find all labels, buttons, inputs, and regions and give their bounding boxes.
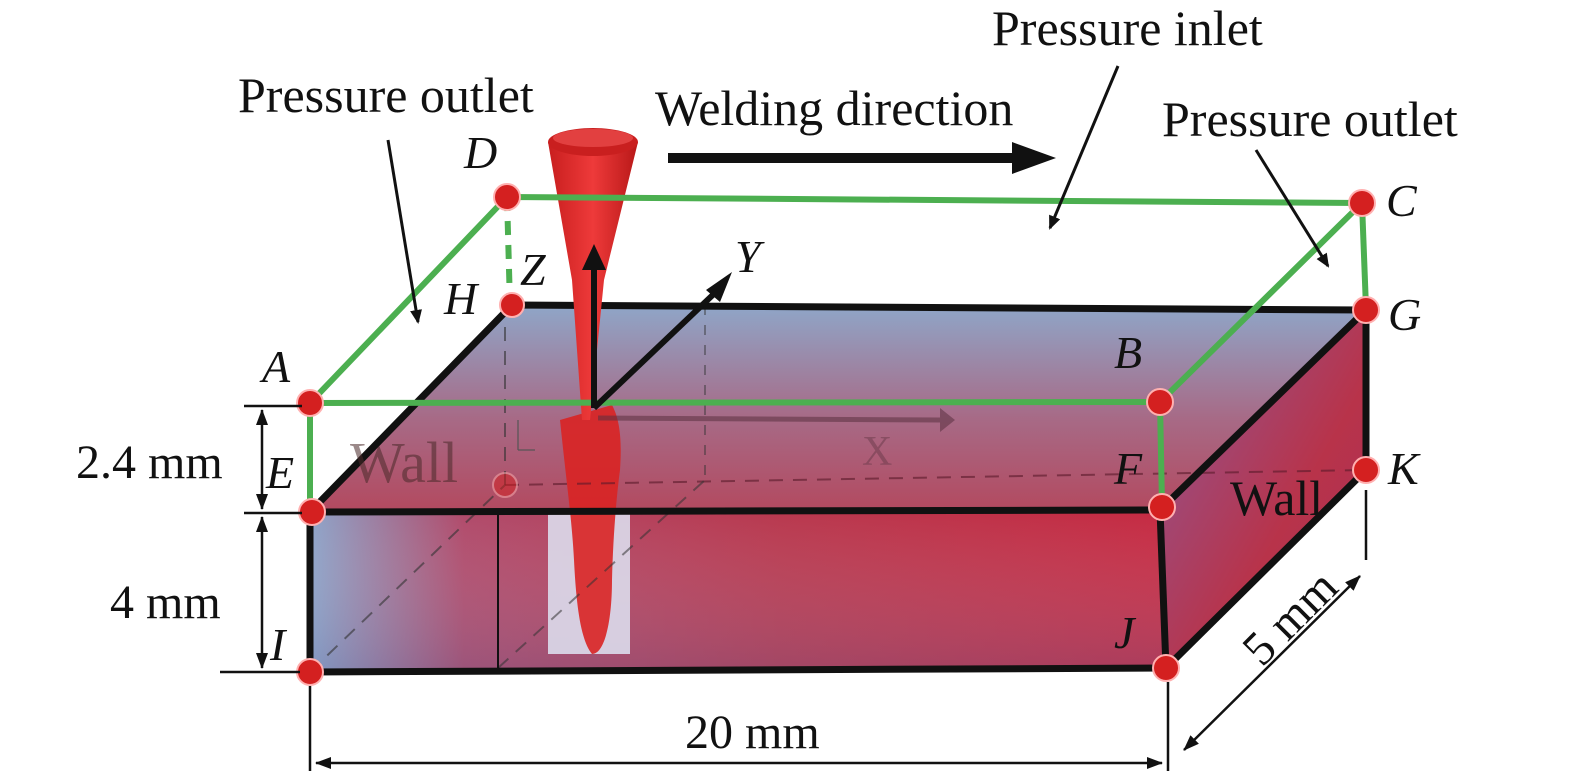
keyhole-shape [560, 405, 621, 654]
pressure-outlet-left-label: Pressure outlet [238, 67, 534, 123]
z-axis-label: Z [520, 244, 546, 295]
node-B [1146, 388, 1174, 416]
welding-direction-label: Welding direction [655, 80, 1013, 136]
point-label-B: B [1114, 327, 1142, 378]
node-E [298, 498, 326, 526]
point-label-J: J [1114, 607, 1137, 658]
domain-edge-DH [504, 196, 513, 306]
plate-edge [309, 664, 1167, 676]
dim-width [1183, 575, 1361, 751]
point-label-K: K [1387, 443, 1421, 494]
coordinate-axes: Z Y [520, 231, 765, 411]
welding-direction-arrowhead [1012, 142, 1056, 174]
domain-edge-BF [1157, 401, 1165, 506]
point-label-A: A [259, 341, 291, 392]
y-axis-label: Y [735, 231, 765, 282]
node-C [1348, 189, 1376, 217]
node-F [1148, 493, 1176, 521]
pressure-outlet-right-label: Pressure outlet [1162, 91, 1458, 147]
wall-label-side: Wall [1230, 470, 1323, 526]
point-label-F: F [1113, 443, 1143, 494]
dimension-lines [220, 404, 1368, 771]
point-label-E: E [265, 447, 294, 498]
pressure-outlet-right-leader [1254, 149, 1330, 268]
torch-top-rim [553, 129, 633, 147]
point-label-I: I [269, 619, 288, 670]
wall-label-front: Wall [350, 430, 458, 495]
plate-edge [1156, 509, 1170, 669]
node-hidden [492, 472, 518, 498]
point-label-H: H [443, 273, 480, 324]
x-axis-ghost [597, 415, 941, 423]
dim-length-label: 20 mm [685, 706, 820, 759]
node-A [296, 389, 324, 417]
node-J [1152, 654, 1180, 682]
nodes [296, 183, 1380, 686]
node-D [493, 183, 521, 211]
dim-plate-height-label: 4 mm [110, 576, 221, 629]
x-axis-ghost-head [940, 408, 955, 432]
point-label-D: D [463, 127, 497, 178]
plate-solid [306, 301, 1370, 676]
hidden-edge [309, 484, 506, 673]
pressure-inlet-label: Pressure inlet [992, 0, 1263, 56]
y-axis-arrowhead [706, 272, 732, 302]
dim-gas-height-label: 2.4 mm [76, 436, 223, 489]
x-axis-label: X [862, 429, 892, 475]
domain-edge-CG [1359, 202, 1369, 309]
node-H [499, 292, 525, 318]
node-K [1352, 456, 1380, 484]
y-axis [591, 287, 721, 411]
pressure-outlet-left-leader [386, 139, 422, 324]
plate-front-shade [310, 510, 1166, 672]
node-I [296, 658, 324, 686]
z-axis-arrowhead [582, 244, 606, 270]
point-label-G: G [1388, 289, 1421, 340]
point-label-C: C [1386, 175, 1418, 226]
node-G [1352, 296, 1380, 324]
pressure-inlet-leader [1048, 65, 1120, 230]
